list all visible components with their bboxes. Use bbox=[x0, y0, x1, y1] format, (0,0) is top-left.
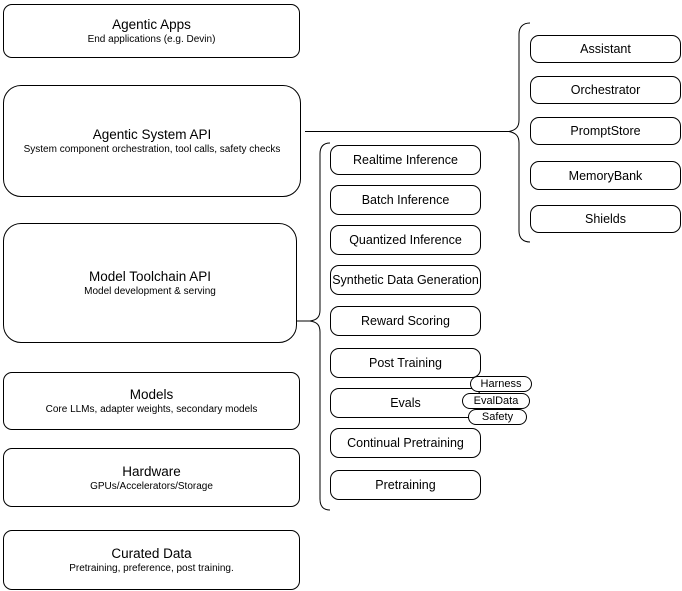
node-shields: Shields bbox=[530, 205, 681, 233]
node-models: Models Core LLMs, adapter weights, secon… bbox=[3, 372, 300, 430]
pill-evaldata: EvalData bbox=[462, 393, 530, 409]
node-subtitle: End applications (e.g. Devin) bbox=[87, 34, 216, 45]
node-subtitle: Pretraining, preference, post training. bbox=[69, 563, 234, 574]
node-pretraining: Pretraining bbox=[330, 470, 481, 500]
node-model-toolchain-api: Model Toolchain API Model development & … bbox=[3, 223, 297, 343]
pill-label: EvalData bbox=[473, 395, 519, 407]
node-label: MemoryBank bbox=[568, 168, 643, 183]
node-title: Agentic Apps bbox=[112, 17, 191, 32]
node-label: Pretraining bbox=[375, 478, 436, 492]
node-continual-pretraining: Continual Pretraining bbox=[330, 428, 481, 458]
pill-label: Safety bbox=[481, 411, 514, 423]
node-subtitle: Core LLMs, adapter weights, secondary mo… bbox=[45, 404, 258, 415]
node-label: Quantized Inference bbox=[349, 233, 462, 247]
node-memorybank: MemoryBank bbox=[530, 161, 681, 190]
node-quantized-inference: Quantized Inference bbox=[330, 225, 481, 255]
node-label: Shields bbox=[585, 212, 626, 226]
pill-safety: Safety bbox=[468, 409, 527, 425]
node-curated-data: Curated Data Pretraining, preference, po… bbox=[3, 530, 300, 590]
node-agentic-system-api: Agentic System API System component orch… bbox=[3, 85, 301, 197]
node-title: Models bbox=[129, 387, 174, 402]
system-components-brace bbox=[508, 22, 531, 243]
node-subtitle: Model development & serving bbox=[84, 286, 216, 297]
node-title: Hardware bbox=[122, 463, 181, 479]
node-title: Agentic System API bbox=[92, 127, 212, 142]
node-subtitle: GPUs/Accelerators/Storage bbox=[90, 480, 213, 492]
node-label: Evals bbox=[390, 396, 421, 410]
node-realtime-inference: Realtime Inference bbox=[330, 145, 481, 175]
node-orchestrator: Orchestrator bbox=[530, 76, 681, 104]
node-label: Orchestrator bbox=[570, 83, 641, 97]
node-promptstore: PromptStore bbox=[530, 117, 681, 145]
toolchain-services-brace bbox=[309, 142, 331, 511]
node-assistant: Assistant bbox=[530, 35, 681, 63]
node-label: Batch Inference bbox=[361, 193, 450, 207]
node-label: Synthetic Data Generation bbox=[332, 273, 479, 287]
node-label: Post Training bbox=[369, 356, 442, 370]
node-evals: Evals bbox=[330, 388, 481, 418]
pill-harness: Harness bbox=[470, 376, 532, 392]
node-label: Continual Pretraining bbox=[347, 436, 464, 450]
node-label: Realtime Inference bbox=[353, 153, 458, 167]
node-label: Assistant bbox=[580, 42, 631, 56]
pill-label: Harness bbox=[480, 378, 522, 390]
node-title: Model Toolchain API bbox=[88, 269, 212, 284]
node-subtitle: System component orchestration, tool cal… bbox=[23, 144, 281, 155]
node-synthetic-data-generation: Synthetic Data Generation bbox=[330, 265, 481, 295]
node-post-training: Post Training bbox=[330, 348, 481, 378]
node-label: Reward Scoring bbox=[361, 314, 450, 328]
node-reward-scoring: Reward Scoring bbox=[330, 306, 481, 336]
node-batch-inference: Batch Inference bbox=[330, 185, 481, 215]
node-label: PromptStore bbox=[570, 124, 641, 138]
node-agentic-apps: Agentic Apps End applications (e.g. Devi… bbox=[3, 4, 300, 58]
node-title: Curated Data bbox=[111, 546, 192, 561]
node-hardware: Hardware GPUs/Accelerators/Storage bbox=[3, 448, 300, 507]
